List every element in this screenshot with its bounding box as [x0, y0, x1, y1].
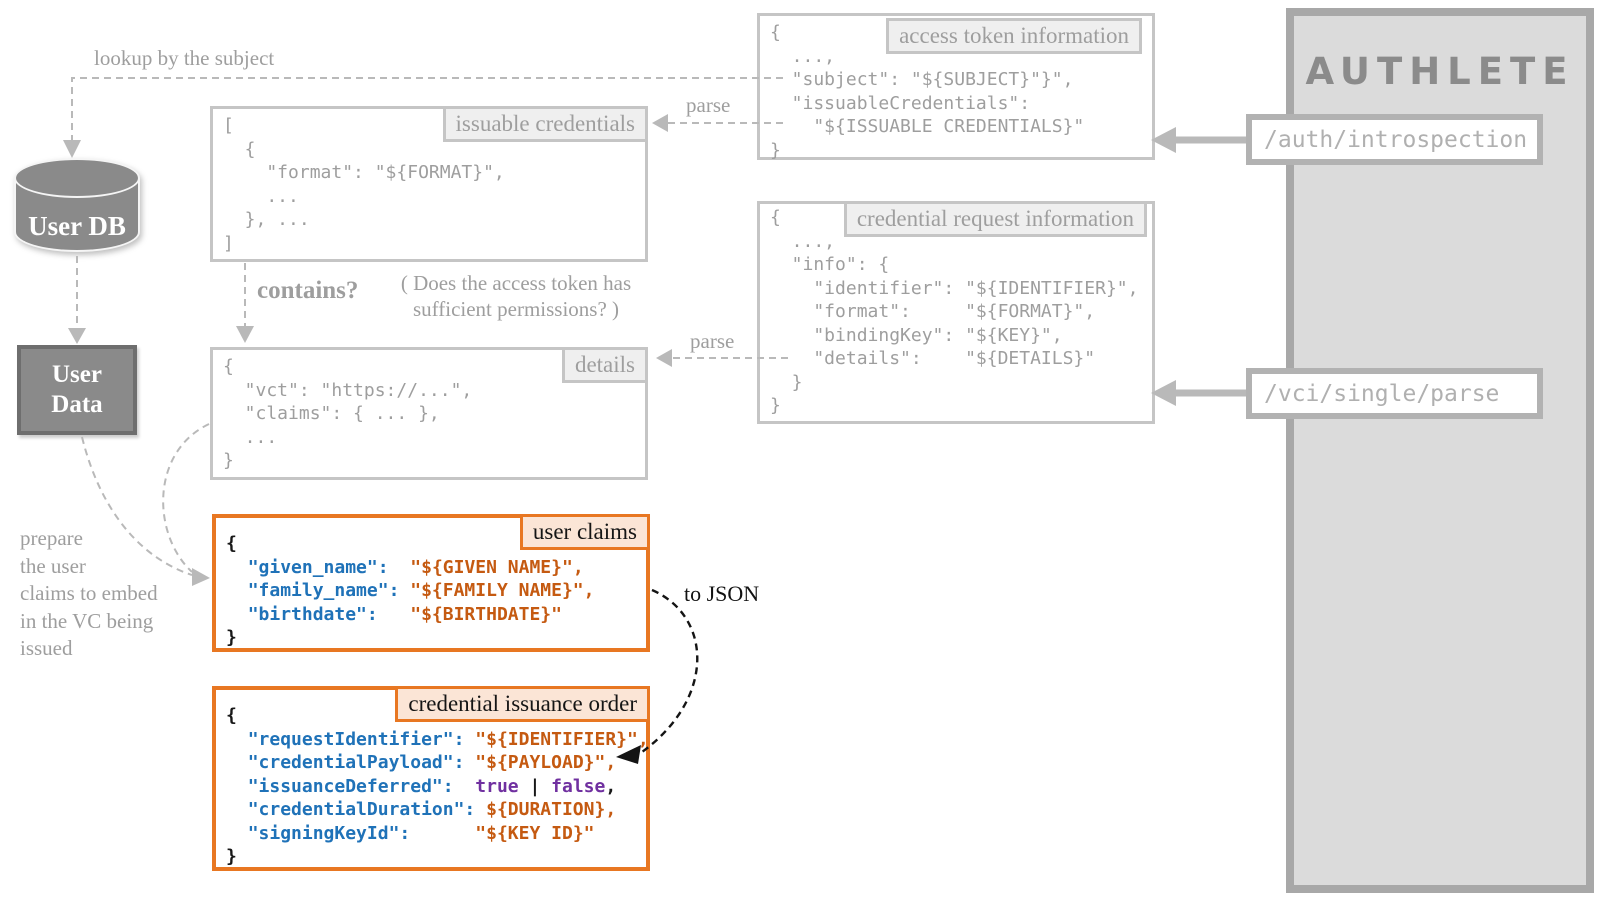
details-to-claims-curve [162, 423, 210, 573]
details-label: details [561, 347, 648, 383]
userdb-to-userdata-arrowhead [68, 328, 86, 344]
claims-merge-arrowhead [192, 568, 210, 586]
issuable-credentials-box: issuable credentials [ { "format": "${FO… [210, 106, 648, 262]
user-claims-label: user claims [519, 514, 650, 550]
issuable-credentials-label: issuable credentials [442, 106, 648, 142]
credential-request-information-box: credential request information { ..., "i… [757, 201, 1155, 424]
credential-issuance-order-label: credential issuance order [395, 686, 650, 722]
vci-single-parse-endpoint: /vci/single/parse [1246, 368, 1543, 419]
access-token-information-box: access token information { ..., "subject… [757, 13, 1155, 161]
user-db-cylinder-top [14, 158, 140, 198]
user-db-label: User DB [28, 211, 126, 241]
lookup-by-subject-label: lookup by the subject [94, 46, 275, 70]
user-claims-code: { "given_name": "${GIVEN NAME}", "family… [226, 533, 595, 648]
parse-top-arrowhead [652, 114, 668, 132]
parse-label-bottom: parse [690, 329, 735, 353]
credential-request-information-label: credential request information [843, 201, 1147, 237]
to-json-curve [641, 588, 699, 753]
contains-arrowhead [236, 326, 254, 343]
to-json-label: to JSON [684, 581, 760, 606]
credential-request-information-code: { ..., "info": { "identifier": "${IDENTI… [770, 207, 1139, 416]
access-token-information-label: access token information [886, 18, 1142, 54]
prepare-claims-note: prepare the user claims to embed in the … [20, 526, 158, 660]
credential-issuance-order-code: { "requestIdentifier": "${IDENTIFIER}", … [226, 705, 649, 867]
user-claims-box: user claims { "given_name": "${GIVEN NAM… [212, 514, 650, 652]
credential-issuance-order-box: credential issuance order { "requestIden… [212, 686, 650, 871]
contains-label: contains? [257, 277, 359, 304]
user-data-box: User Data [17, 345, 137, 435]
authlete-logo: AUTHLETE [1305, 50, 1575, 93]
details-box: details { "vct": "https://...", "claims"… [210, 347, 648, 480]
contains-note: ( Does the access token has sufficient p… [400, 271, 632, 321]
parse-bottom-arrowhead [656, 349, 672, 367]
lookup-arrowhead [63, 140, 81, 158]
access-token-information-code: { ..., "subject": "${SUBJECT}"}", "issua… [770, 22, 1085, 161]
user-db-database-icon: User DB [14, 158, 140, 254]
auth-introspection-endpoint: /auth/introspection [1246, 114, 1543, 165]
parse-label-top: parse [686, 93, 731, 117]
details-code: { "vct": "https://...", "claims": { ... … [223, 356, 473, 471]
